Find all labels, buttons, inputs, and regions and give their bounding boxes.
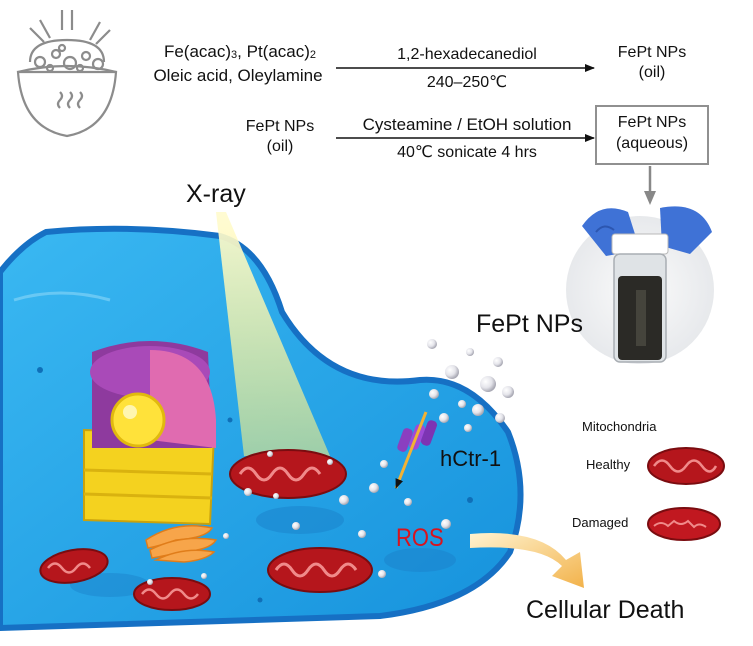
reagents-line-1: Fe(acac)3, Pt(acac)2 (163, 42, 317, 61)
mitochondrion-c (133, 577, 211, 611)
start-oil-phase: (oil) (266, 138, 294, 155)
product-oil-label: FePt NPs (617, 44, 687, 61)
reaction-flask-icon (16, 10, 118, 138)
hctr1-transporter (394, 411, 438, 489)
cell-death-arrow (470, 533, 584, 588)
product-oil-phase: (oil) (638, 64, 666, 81)
hctr1-label: hCtr-1 (440, 446, 502, 471)
ros-label: ROS (396, 524, 444, 552)
golgi-apparatus (145, 525, 218, 563)
reagents-line-2: Oleic acid, Oleylamine (153, 66, 323, 85)
legend-title: Mitochondria (582, 419, 657, 434)
xray-beam (216, 212, 330, 456)
vial-photo (566, 206, 714, 364)
transfer-arrow-bottom-label: 40℃ sonicate 4 hrs (397, 144, 537, 161)
product-aqueous-phase: (aqueous) (615, 135, 689, 152)
mitochondrion-a (229, 449, 347, 499)
nucleus (83, 341, 216, 526)
aqueous-product-box (595, 105, 709, 165)
mitochondrion-b (267, 547, 373, 593)
cellular-death-label: Cellular Death (526, 596, 685, 624)
fept-nanoparticles (147, 339, 514, 585)
fept-nps-label: FePt NPs (476, 310, 583, 338)
xray-label: X-ray (186, 180, 246, 208)
legend-healthy-mitochondrion (647, 447, 725, 485)
product-aqueous-label: FePt NPs (617, 114, 687, 131)
mitochondrion-d (39, 548, 109, 584)
transfer-arrow-top-label: Cysteamine / EtOH solution (362, 115, 572, 134)
legend-healthy-label: Healthy (586, 457, 631, 472)
synthesis-arrow-bottom-label: 240–250℃ (426, 74, 508, 91)
start-oil-label: FePt NPs (245, 118, 315, 135)
synthesis-arrow-top-label: 1,2-hexadecanediol (397, 46, 537, 63)
legend-damaged-label: Damaged (572, 515, 629, 530)
legend-damaged-mitochondrion (647, 507, 721, 541)
